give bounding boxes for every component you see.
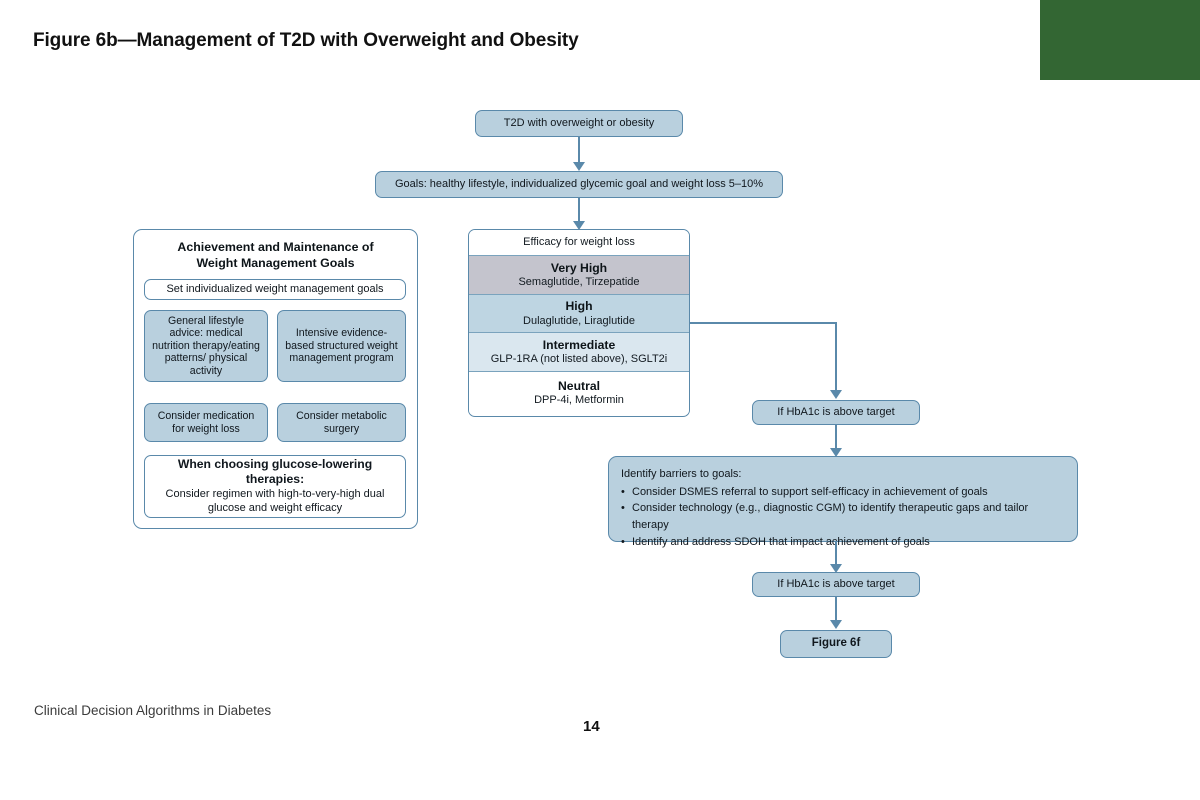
- arrow-start-to-goals: [573, 162, 585, 171]
- efficacy-items-neutral: DPP-4i, Metformin: [534, 394, 624, 407]
- barriers-item-sdoh: Identify and address SDOH that impact ac…: [621, 534, 1065, 551]
- arrow-goals-to-efficacy: [573, 221, 585, 230]
- efficacy-row-high[interactable]: High Dulaglutide, Liraglutide: [469, 295, 689, 333]
- connector-efficacy-to-hba1c-vertical: [835, 322, 837, 392]
- node-set-weight-goals[interactable]: Set individualized weight management goa…: [144, 279, 406, 300]
- node-intensive-weight-program[interactable]: Intensive evidence-based structured weig…: [277, 310, 406, 382]
- identify-barriers-box[interactable]: Identify barriers to goals: Consider DSM…: [608, 456, 1078, 550]
- node-hba1c-above-target-2[interactable]: If HbA1c is above target: [752, 572, 920, 597]
- barriers-item-dsmes: Consider DSMES referral to support self-…: [621, 484, 1065, 501]
- glucose-note-heading: When choosing glucose-lowering therapies…: [177, 457, 373, 487]
- arrow-hba1c1-to-barriers: [830, 448, 842, 457]
- node-start-t2d[interactable]: T2D with overweight or obesity: [475, 110, 683, 137]
- connector-efficacy-to-hba1c-horizontal: [690, 322, 837, 324]
- connector-goals-to-efficacy: [578, 198, 580, 224]
- connector-barriers-to-hba1c2: [835, 542, 837, 567]
- efficacy-label-very-high: Very High: [550, 260, 608, 275]
- panel-title-line1: Achievement and Maintenance of: [177, 240, 374, 254]
- node-consider-medication[interactable]: Consider medication for weight loss: [144, 403, 268, 442]
- arrow-barriers-to-hba1c2: [830, 564, 842, 573]
- efficacy-row-neutral[interactable]: Neutral DPP-4i, Metformin: [469, 372, 689, 414]
- efficacy-for-weight-loss-table: Efficacy for weight loss Very High Semag…: [468, 229, 690, 417]
- footer-text: Clinical Decision Algorithms in Diabetes: [34, 703, 272, 718]
- efficacy-label-neutral: Neutral: [558, 378, 600, 393]
- node-figure-6f[interactable]: Figure 6f: [780, 630, 892, 658]
- page-number: 14: [583, 718, 600, 735]
- connector-hba1c2-to-figure6f: [835, 597, 837, 623]
- arrow-efficacy-to-hba1c: [830, 390, 842, 399]
- panel-title-line2: Weight Management Goals: [196, 255, 355, 270]
- node-consider-surgery[interactable]: Consider metabolic surgery: [277, 403, 406, 442]
- efficacy-items-very-high: Semaglutide, Tirzepatide: [518, 276, 640, 289]
- barriers-item-technology: Consider technology (e.g., diagnostic CG…: [621, 500, 1065, 533]
- efficacy-items-intermediate: GLP-1RA (not listed above), SGLT2i: [490, 353, 668, 366]
- efficacy-table-header-row: Efficacy for weight loss: [469, 230, 689, 256]
- barriers-list: Consider DSMES referral to support self-…: [621, 484, 1065, 551]
- efficacy-table-header: Efficacy for weight loss: [523, 235, 635, 248]
- glucose-note-body: Consider regimen with high-to-very-high …: [165, 488, 385, 514]
- panel-title: Achievement and Maintenance of Weight Ma…: [134, 240, 417, 272]
- node-goals[interactable]: Goals: healthy lifestyle, individualized…: [375, 171, 783, 198]
- efficacy-label-high: High: [565, 299, 593, 314]
- green-corner-block: [1040, 0, 1200, 80]
- connector-hba1c1-to-barriers: [835, 425, 837, 451]
- page-title: Figure 6b—Management of T2D with Overwei…: [33, 30, 579, 51]
- arrow-hba1c2-to-figure6f: [830, 620, 842, 629]
- connector-start-to-goals: [578, 137, 580, 164]
- node-glucose-lowering-note[interactable]: When choosing glucose-lowering therapies…: [144, 455, 406, 518]
- efficacy-row-very-high[interactable]: Very High Semaglutide, Tirzepatide: [469, 256, 689, 295]
- barriers-lead: Identify barriers to goals:: [621, 468, 742, 480]
- node-general-lifestyle-advice[interactable]: General lifestyle advice: medical nutrit…: [144, 310, 268, 382]
- efficacy-items-high: Dulaglutide, Liraglutide: [523, 314, 635, 327]
- efficacy-row-intermediate[interactable]: Intermediate GLP-1RA (not listed above),…: [469, 333, 689, 372]
- node-hba1c-above-target-1[interactable]: If HbA1c is above target: [752, 400, 920, 425]
- efficacy-label-intermediate: Intermediate: [542, 337, 616, 352]
